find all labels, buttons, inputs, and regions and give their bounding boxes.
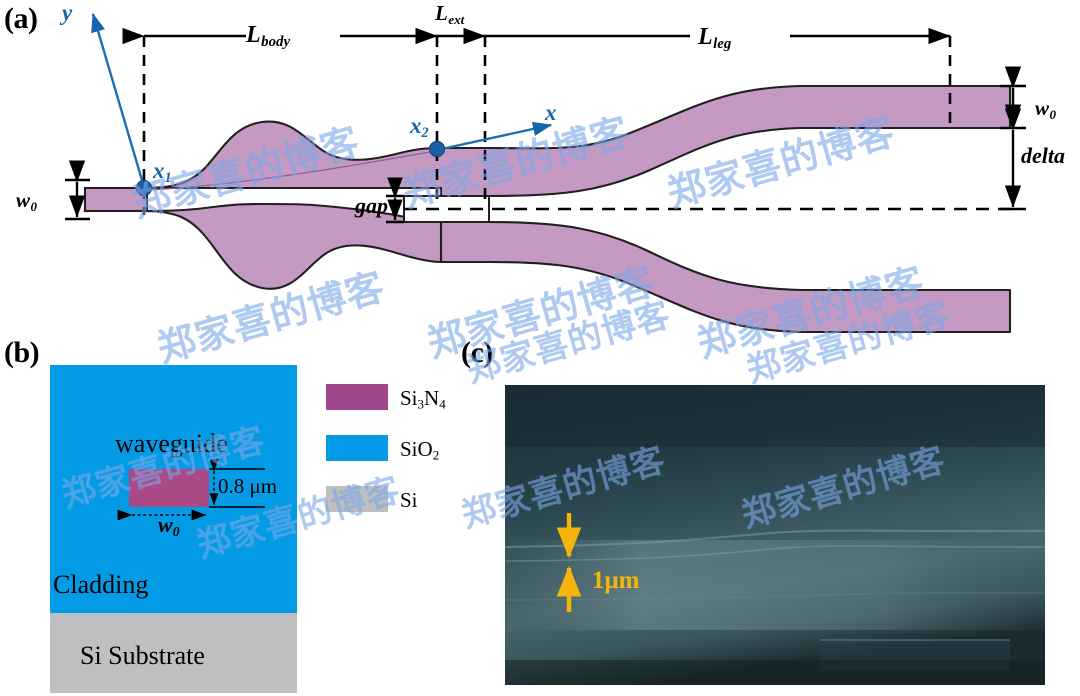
dimension-delta (1000, 108, 1026, 211)
legend-swatch-si (326, 486, 388, 512)
dimension-core-thickness (209, 459, 265, 508)
dimension-label-gap: gap (355, 193, 388, 218)
dimension-label-l-body: Lbody (246, 22, 291, 51)
scale-bar-label: 1μm (592, 567, 640, 594)
dimension-label-w0-left: w0 (16, 188, 38, 214)
gap-slot (403, 195, 490, 223)
label-core-thickness: 0.8 μm (218, 474, 278, 498)
panel-label-b: (b) (4, 336, 40, 369)
panel-label-a: (a) (4, 2, 38, 35)
legend-swatch-sio2 (326, 435, 388, 461)
dimension-label-l-leg: Lleg (698, 24, 732, 53)
body-internal-edge (146, 149, 442, 191)
dimension-w0-left (65, 160, 90, 221)
axis-label-y: y (62, 0, 73, 25)
label-waveguide: waveguide (115, 429, 228, 458)
panel-c-micrograph (505, 385, 1045, 685)
point-label-x2: x2 (410, 113, 429, 141)
dimension-gap (386, 177, 404, 224)
legend-swatch-si3n4 (326, 384, 388, 410)
y-axis-arrow (91, 12, 146, 188)
x-axis-arrow (436, 121, 553, 152)
axis-label-x: x (545, 100, 557, 125)
panel-label-c: (c) (461, 336, 493, 369)
legend-label-si3n4: Si3N4 (400, 386, 446, 412)
panel-b-diagram (50, 365, 388, 693)
label-cladding: Cladding (53, 570, 149, 599)
dimension-label-l-ext: Lext (435, 1, 465, 27)
waveguide-lower-leg (439, 220, 1012, 334)
dimension-label-w0-right: w0 (1035, 96, 1057, 122)
legend-label-si: Si (400, 488, 418, 512)
label-core-width: w0 (158, 512, 180, 539)
label-si-substrate: Si Substrate (80, 641, 205, 670)
legend-label-sio2: SiO2 (400, 437, 440, 463)
point-x1-marker (135, 179, 153, 197)
panel-a-diagram (65, 12, 1026, 334)
point-x2-marker (428, 140, 446, 158)
substrate-layer (50, 613, 297, 693)
waveguide-lower-body (83, 202, 443, 290)
point-label-x1: x1 (153, 158, 172, 186)
waveguide-upper-body (83, 84, 1012, 198)
dimension-label-delta: delta (1021, 143, 1065, 168)
core-layer (129, 469, 209, 507)
